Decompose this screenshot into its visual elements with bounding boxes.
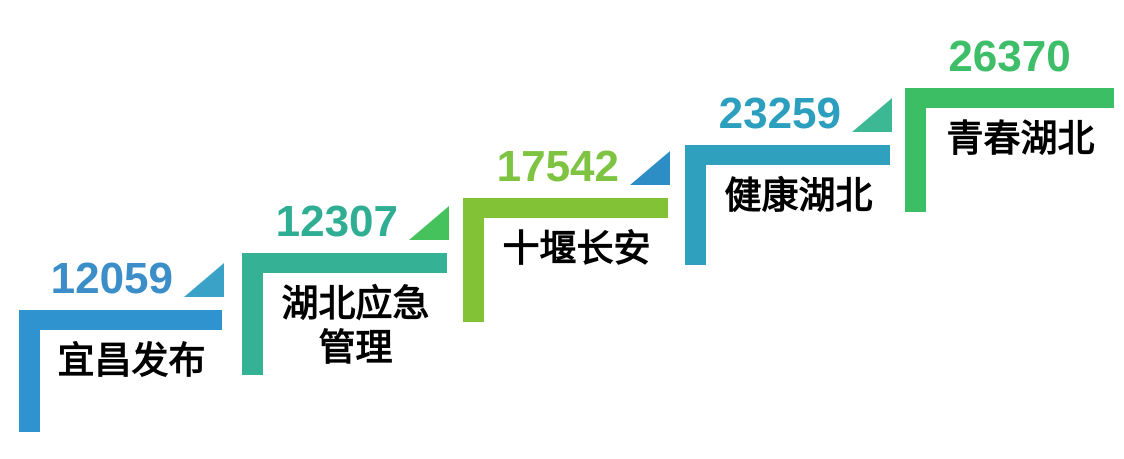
step-label-line1: 湖北应急 — [281, 283, 430, 324]
step-value: 17542 — [496, 142, 619, 191]
growth-triangle-icon — [184, 263, 224, 297]
step-label: 十堰长安 — [490, 227, 663, 271]
step-value: 12307 — [275, 197, 398, 246]
step-value: 23259 — [718, 89, 841, 138]
value-row: 17542 — [497, 145, 670, 189]
step-bracket — [463, 198, 668, 322]
step-bracket — [685, 145, 890, 265]
step-hubeiyingjiguanli: 12307 湖北应急 管理 — [242, 200, 449, 375]
step-value: 26370 — [948, 32, 1071, 81]
step-label-line2: 管理 — [318, 327, 393, 369]
step-label-line1: 宜昌发布 — [57, 340, 206, 381]
value-row: 12307 — [276, 200, 449, 244]
step-yichangfabu: 12059 宜昌发布 — [19, 257, 224, 432]
step-bracket — [905, 88, 1114, 212]
step-label: 湖北应急 管理 — [269, 282, 442, 371]
step-label-line1: 青春湖北 — [946, 118, 1095, 159]
step-label: 宜昌发布 — [46, 339, 217, 383]
step-label-line1: 十堰长安 — [502, 228, 651, 269]
value-row: 23259 — [719, 92, 892, 136]
step-label: 青春湖北 — [932, 117, 1109, 161]
step-bracket — [242, 253, 447, 375]
growth-triangle-icon — [630, 151, 670, 185]
value-row: 26370 — [948, 35, 1070, 79]
growth-triangle-icon — [409, 206, 449, 240]
step-shiyanchangan: 17542 十堰长安 — [463, 145, 670, 322]
value-row: 12059 — [51, 257, 224, 301]
growth-triangle-icon — [852, 98, 892, 132]
step-jiankanghubei: 23259 健康湖北 — [685, 92, 892, 265]
step-label-line1: 健康湖北 — [724, 175, 873, 216]
step-label: 健康湖北 — [712, 174, 885, 218]
step-bracket — [19, 310, 222, 432]
step-qingchunhubei: 26370 青春湖北 — [905, 35, 1114, 212]
step-value: 12059 — [50, 254, 173, 303]
